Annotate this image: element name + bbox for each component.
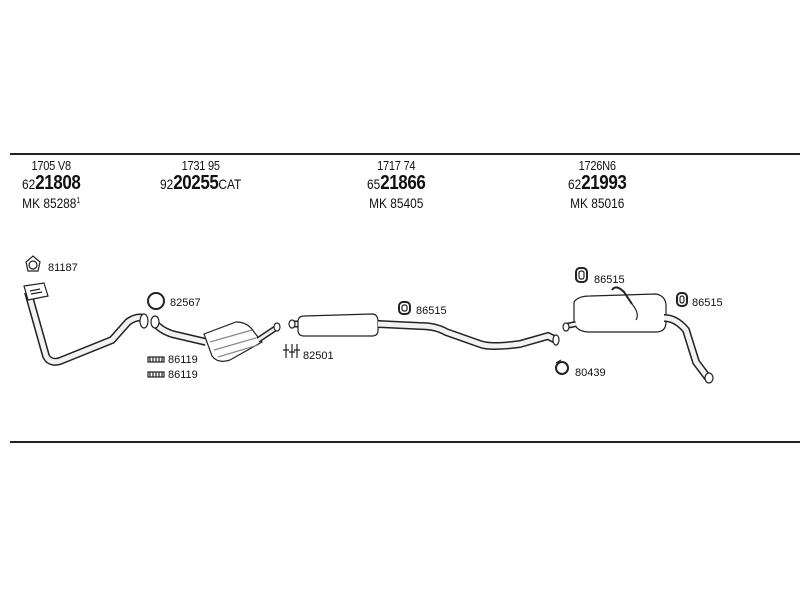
part-number: 6221808 — [22, 172, 81, 194]
oem-number: 1717 74 — [377, 158, 416, 173]
part-number: 6521866 — [367, 172, 426, 194]
part-number: 6221993 — [568, 172, 627, 194]
label-81187: 81187 — [48, 262, 78, 274]
catalyst-converter — [150, 315, 281, 362]
label-82501: 82501 — [303, 350, 334, 362]
hanger-icon — [676, 292, 688, 307]
ring-icon — [147, 292, 165, 310]
mk-number: MK 85016 — [570, 195, 625, 211]
clamp-icon — [147, 356, 165, 378]
label-86119-a: 86119 — [168, 354, 198, 366]
oem-number: 1705 V8 — [31, 158, 71, 173]
part-column-rear-silencer: 1726N6 6221993 MK 85016 — [568, 158, 627, 212]
part-column-front-pipe: 1705 V8 6221808 MK 852881 — [22, 158, 81, 212]
oem-number: 1731 95 — [181, 158, 220, 173]
rear-silencer — [562, 286, 714, 384]
label-86515-rear-top: 86515 — [594, 274, 625, 286]
label-86119-b: 86119 — [168, 369, 198, 381]
part-column-middle-silencer: 1717 74 6521866 MK 85405 — [367, 158, 426, 212]
part-number: 9220255CAT — [160, 172, 242, 194]
gasket-icon — [25, 255, 41, 272]
bottom-divider — [10, 441, 800, 443]
front-pipe — [23, 282, 149, 366]
top-divider — [10, 153, 800, 155]
label-82567: 82567 — [170, 297, 201, 309]
hanger-icon — [575, 267, 588, 283]
ring-icon — [555, 359, 569, 375]
bolt-icon — [283, 344, 300, 358]
mk-number: MK 852881 — [22, 195, 81, 211]
middle-silencer — [288, 313, 560, 350]
hanger-icon — [398, 301, 411, 315]
label-80439: 80439 — [575, 367, 606, 379]
label-86515-rear-right: 86515 — [692, 297, 723, 309]
part-column-catalyst: 1731 95 9220255CAT — [160, 158, 241, 194]
label-86515-middle: 86515 — [416, 305, 447, 317]
oem-number: 1726N6 — [578, 158, 616, 173]
mk-number: MK 85405 — [369, 195, 424, 211]
